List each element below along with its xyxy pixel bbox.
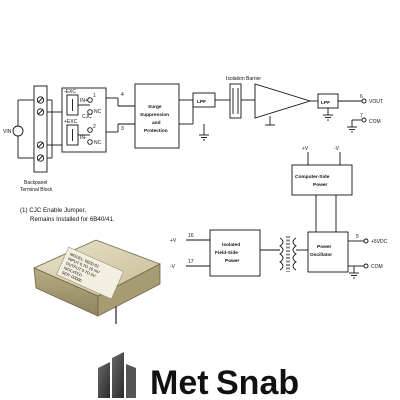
pin-7-label: 7: [360, 113, 363, 119]
vs-label: +5VDC: [371, 239, 388, 245]
metsnab-logo-icon: [98, 352, 136, 398]
lpf-right-block: [317, 93, 367, 133]
isolated-power-label-2: Field-Side: [215, 250, 238, 256]
iso-v-plus-label: +V: [170, 238, 177, 244]
input-source: [12, 99, 34, 159]
pin-3-label: 3: [121, 126, 124, 132]
surge-label-4: Protection: [144, 128, 168, 134]
pin-2-label: 2: [93, 124, 96, 130]
exc-pos-label: +EXC: [64, 119, 78, 125]
exc-neg-label: -EXC: [64, 89, 76, 95]
note-line-2: Remains Installed for 6B40/41.: [30, 216, 115, 223]
computer-power-label-2: Power: [313, 182, 328, 188]
in-pos-label: IN+: [80, 98, 88, 104]
pin-16-label: 16: [188, 233, 194, 239]
lpf-left-block: [192, 92, 230, 141]
module-photo: MODEL: 6B30-01 INPUT 0 TO 10 mV OUTPUT 0…: [33, 239, 161, 324]
excitation-block: [61, 87, 135, 153]
vout-label: VOUT: [369, 99, 383, 105]
lpf-right-label: LPF: [321, 100, 330, 106]
transformer: [279, 236, 308, 272]
terminal-block: [33, 85, 62, 173]
power-oscillator-block: [307, 231, 369, 279]
vin-label: VIN: [3, 129, 12, 135]
pin-1-label: 1: [93, 93, 96, 99]
in-neg-label: IN-: [80, 135, 87, 141]
brand-name-part-2: Snab: [216, 364, 299, 400]
v-minus-label: -V: [334, 146, 340, 152]
power-osc-label-2: Oscillator: [310, 252, 332, 258]
com-bottom-label: COM: [371, 264, 383, 270]
iso-v-minus-label: -V: [170, 264, 176, 270]
power-osc-label-1: Power: [317, 244, 332, 250]
output-amplifier: [254, 83, 318, 126]
nc-bottom-label: NC: [94, 140, 102, 146]
terminalblock-label: Terminal Block: [20, 187, 53, 193]
isolated-power-block: [186, 229, 280, 277]
isolated-power-label-3: Power: [225, 258, 240, 264]
isolation-barrier-label: Isolation Barrier: [226, 76, 261, 82]
surge-label-1: Surge: [148, 104, 162, 110]
surge-label-2: Suppression: [140, 112, 169, 118]
pin-5-label: 5: [356, 234, 359, 240]
surge-label-3: and: [152, 120, 161, 126]
isolation-barrier: [229, 83, 255, 119]
com-top-label: COM: [369, 119, 381, 125]
backpanel-label: Backpanel: [24, 180, 47, 186]
computer-side-power-block: [291, 152, 353, 232]
computer-power-label-1: Computer-Side: [295, 174, 330, 180]
isolated-power-label-1: Isolated: [222, 242, 240, 248]
pin-6-label: 6: [360, 94, 363, 100]
brand-name-part-1: Met: [150, 364, 209, 400]
cjc-label: CJC: [82, 114, 92, 120]
pin-17-label: 17: [188, 259, 194, 265]
note-line-1: (1) CJC Enable Jumper,: [20, 207, 86, 214]
lpf-left-label: LPF: [197, 99, 206, 105]
nc-top-label: NC: [94, 109, 102, 115]
pin-4-label: 4: [121, 92, 124, 98]
v-plus-label: +V: [302, 146, 309, 152]
